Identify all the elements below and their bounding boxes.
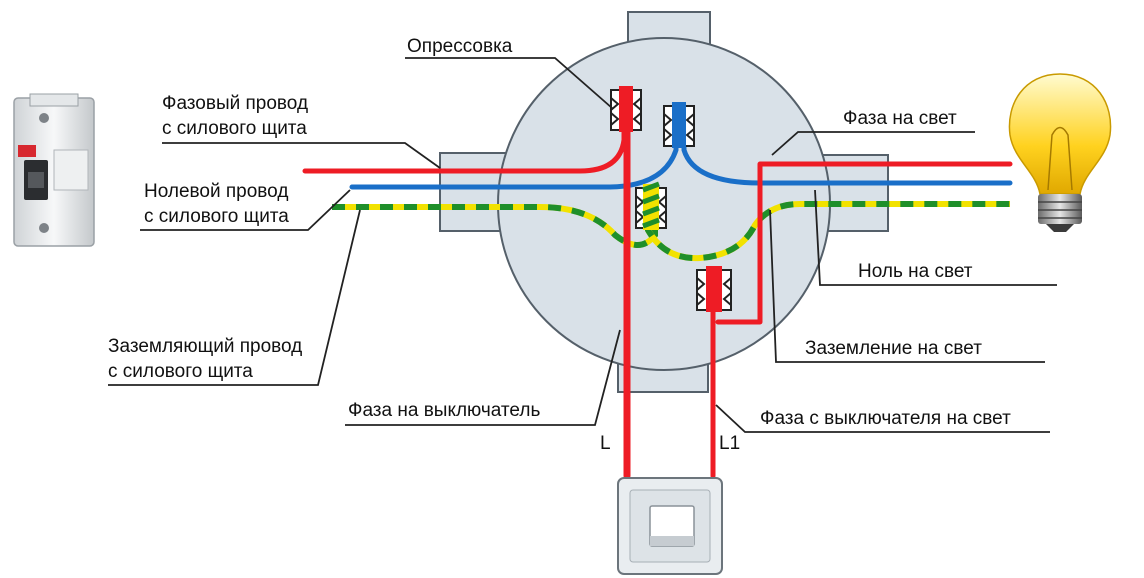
label-phase-to-switch: Фаза на выключатель	[348, 400, 540, 421]
phase-to-light-wire	[715, 161, 1013, 325]
labels: Опрессовка Фазовый провод с силового щит…	[108, 36, 1011, 454]
leader-ground-light	[769, 209, 1045, 363]
crimp-ground	[635, 181, 667, 230]
leader-phase-light	[771, 131, 975, 156]
label-wire-L: L	[600, 433, 611, 454]
crimp-connectors	[610, 86, 732, 312]
leader-phase-from-switch	[715, 404, 1050, 433]
label-ground-in-line2: с силового щита	[108, 361, 253, 382]
label-phase-to-light: Фаза на свет	[843, 108, 957, 129]
ground-wires	[332, 200, 1010, 262]
phase-wires	[302, 88, 1013, 480]
neutral-wires	[349, 109, 1013, 190]
leader-crimp	[405, 57, 613, 109]
crimp-red-top	[610, 86, 642, 132]
crimp-blue	[663, 102, 695, 148]
label-phase-in-line2: с силового щита	[162, 118, 307, 139]
label-phase-from-switch: Фаза с выключателя на свет	[760, 408, 1011, 429]
label-phase-in-line1: Фазовый провод	[162, 93, 308, 114]
wall-switch	[617, 477, 723, 575]
leader-neutral-light	[814, 189, 1057, 286]
label-neutral-in-line2: с силового щита	[144, 206, 289, 227]
crimp-red-bottom	[696, 266, 732, 312]
leader-ground-in	[108, 209, 361, 386]
label-ground-to-light: Заземление на свет	[805, 338, 982, 359]
light-bulb	[1008, 73, 1112, 232]
circuit-breaker	[13, 93, 95, 247]
leader-phase-in	[162, 142, 441, 169]
label-crimp: Опрессовка	[407, 36, 513, 57]
label-neutral-to-light: Ноль на свет	[858, 261, 973, 282]
leader-lines	[108, 57, 1057, 433]
leader-phase-switch	[345, 329, 621, 426]
label-wire-L1: L1	[719, 433, 740, 454]
label-neutral-in-line1: Нолевой провод	[144, 181, 288, 202]
leader-neutral-in	[140, 189, 351, 231]
label-ground-in-line1: Заземляющий провод	[108, 336, 302, 357]
